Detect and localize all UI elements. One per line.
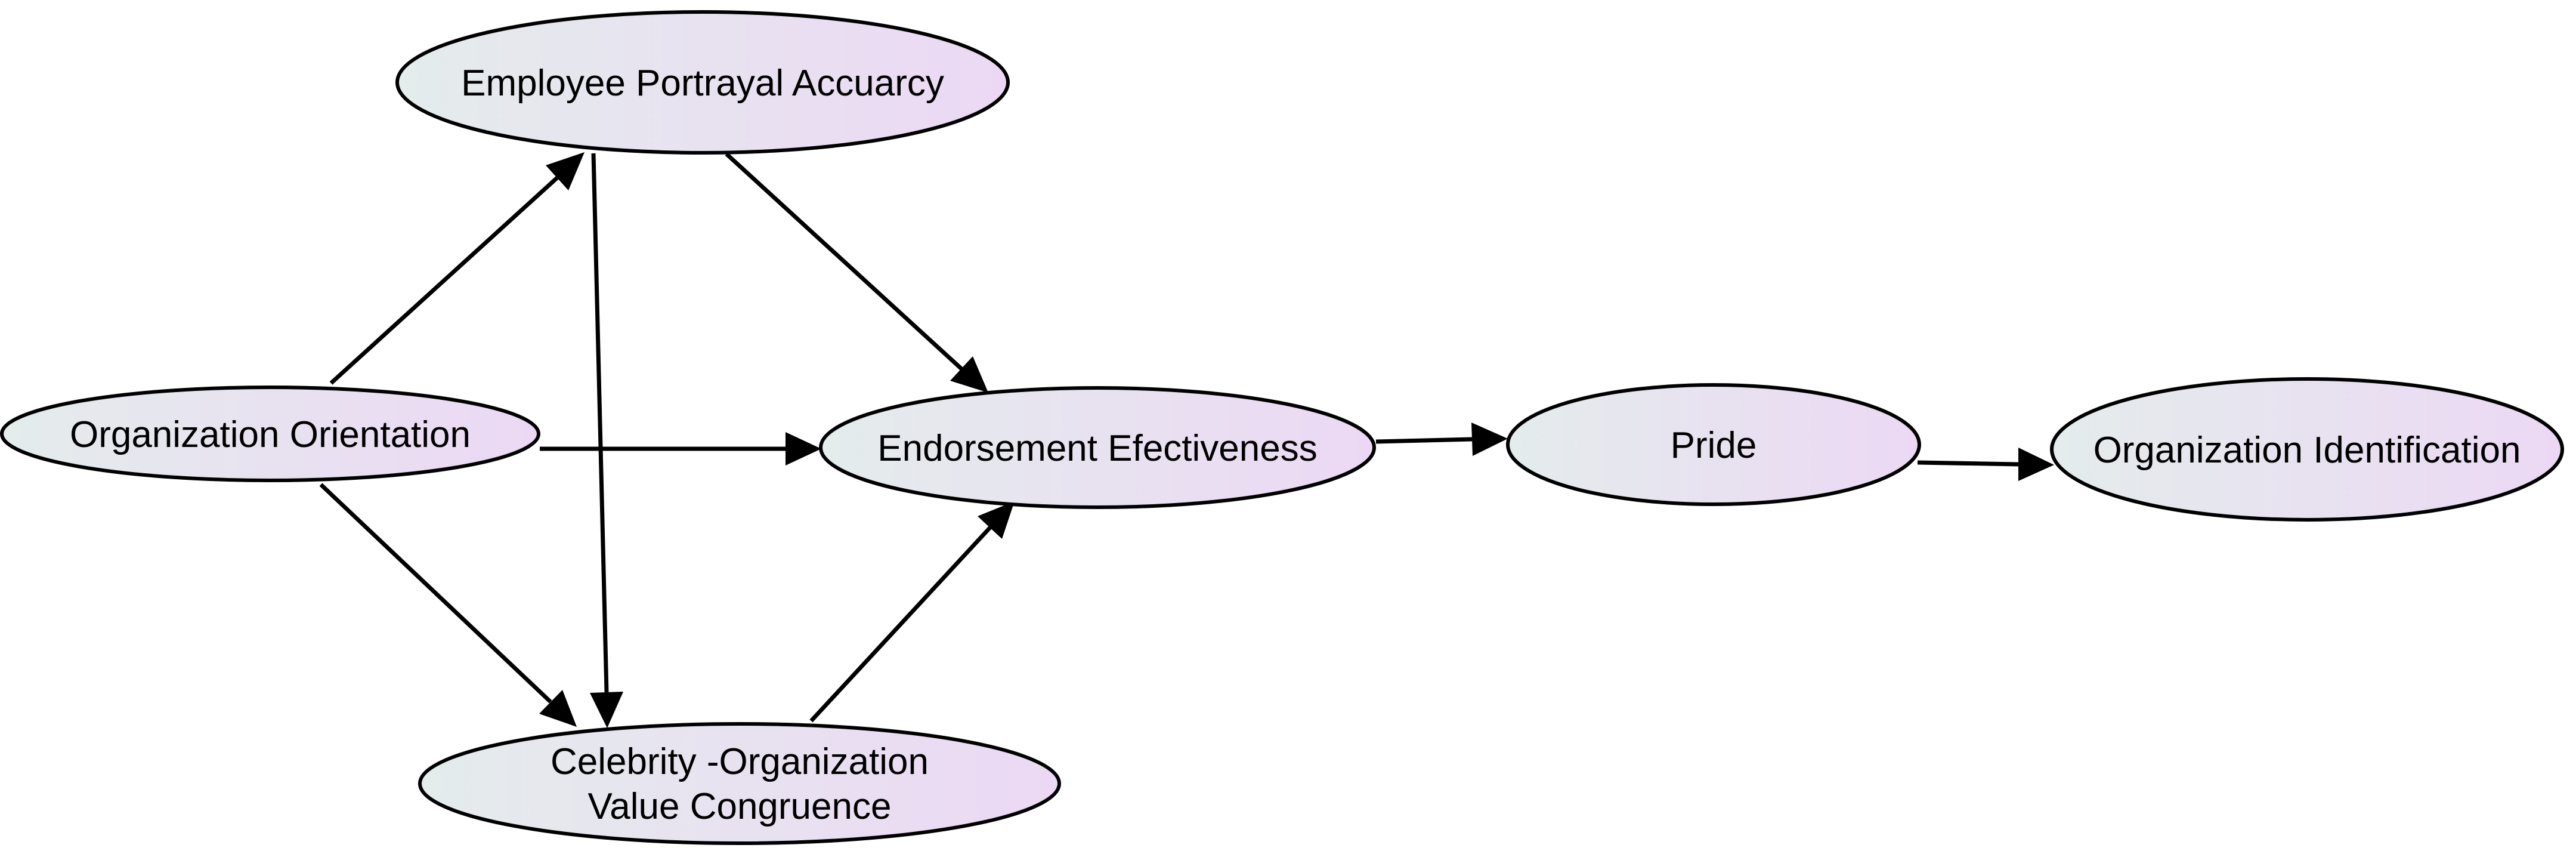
edge-line <box>329 176 559 385</box>
node-ellipse <box>2050 377 2564 522</box>
node-endorsement-effectiveness: Endorsement Efectiveness <box>819 386 1376 509</box>
node-celebrity-organization-value-congruence: Celebrity -Organization Value Congruence <box>418 722 1061 845</box>
edge-line <box>319 483 552 704</box>
edge-pride-to-identification <box>1917 448 2054 481</box>
edges-layer <box>319 152 2054 728</box>
arrowhead <box>1471 423 1508 456</box>
node-ellipse <box>0 386 540 482</box>
edge-line <box>809 526 992 723</box>
arrowhead <box>978 501 1015 539</box>
edge-orientation-to-accuracy <box>329 152 585 385</box>
arrowhead <box>546 152 585 190</box>
node-employee-portrayal-accuracy: Employee Portrayal Accuarcy <box>395 10 1010 155</box>
node-label: Endorsement Efectiveness <box>877 428 1318 469</box>
arrowhead <box>590 692 623 728</box>
nodes-layer: Employee Portrayal Accuarcy Organization… <box>0 10 2564 845</box>
node-organization-identification: Organization Identification <box>2050 377 2564 522</box>
arrowhead <box>2018 448 2054 481</box>
node-pride: Pride <box>1506 383 1921 506</box>
node-label: Employee Portrayal Accuarcy <box>461 63 944 104</box>
edge-line <box>591 153 609 693</box>
edge-orientation-to-congruence <box>319 483 577 727</box>
edge-accuracy-to-congruence <box>590 153 623 728</box>
node-label: Organization Orientation <box>70 414 471 455</box>
node-label: Organization Identification <box>2093 430 2521 471</box>
arrowhead <box>950 356 988 393</box>
edge-accuracy-to-endorsement <box>725 152 988 393</box>
node-ellipse <box>418 722 1061 845</box>
arrowhead <box>786 432 821 465</box>
node-label: Pride <box>1671 425 1757 466</box>
edge-line <box>725 152 963 371</box>
node-ellipse <box>395 10 1010 155</box>
node-organization-orientation: Organization Orientation <box>0 386 540 482</box>
edge-orientation-to-endorsement <box>540 432 821 465</box>
node-ellipse <box>819 386 1376 509</box>
node-label: Celebrity -Organization <box>551 741 929 782</box>
node-label: Value Congruence <box>588 786 892 827</box>
arrowhead <box>539 690 577 727</box>
edge-line <box>1917 460 2019 467</box>
edge-line <box>1375 437 1473 444</box>
edge-congruence-to-endorsement <box>809 501 1015 723</box>
node-ellipse <box>1506 383 1921 506</box>
edge-endorsement-to-pride <box>1375 423 1508 456</box>
